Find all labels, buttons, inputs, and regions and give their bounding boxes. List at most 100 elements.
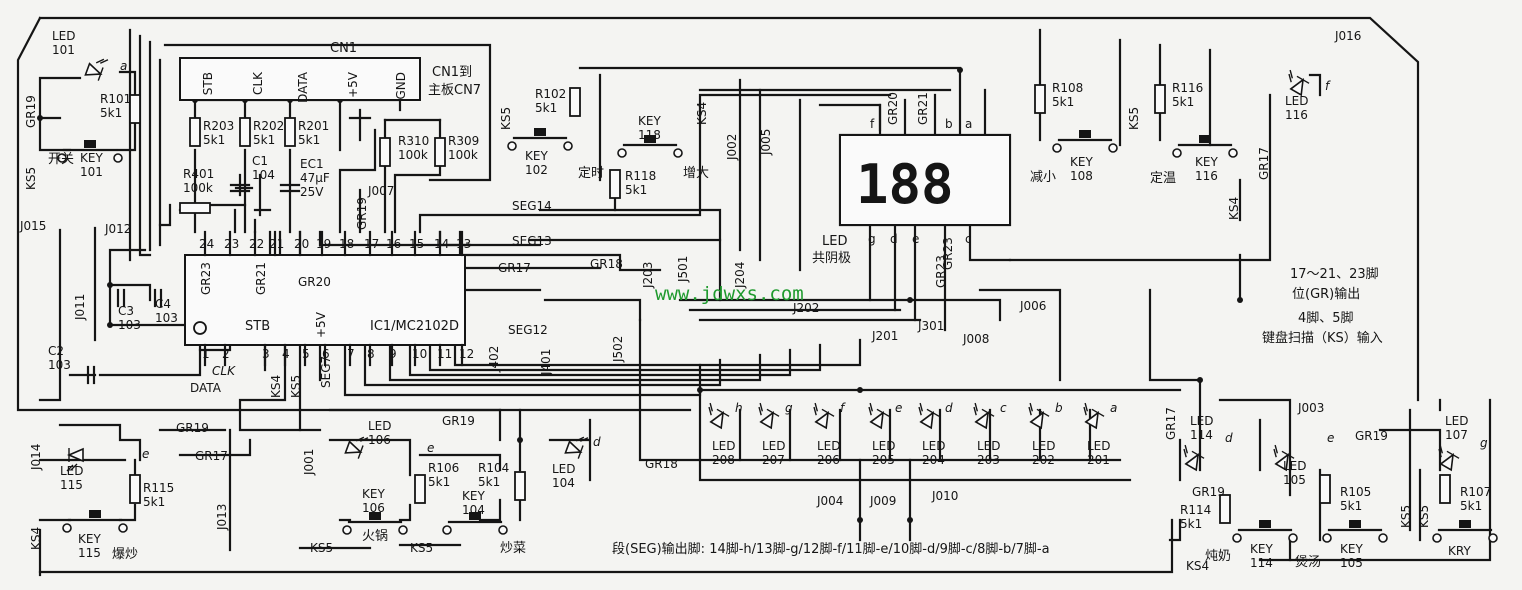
ic-top-pin-number: 22 [249,237,264,251]
net-gr19-5: GR19 [1192,485,1225,499]
jumper-label: J204 [733,262,747,289]
cn1-note-line1: CN1到 [432,65,472,80]
display-pin-b: b [945,117,953,131]
key-label: 101 [80,165,103,179]
key-label: KEY [80,151,103,165]
note-pins-b: 位(GR)输出 [1292,286,1360,302]
resistor-label: 100k [398,148,428,162]
ic-bottom-pin-number: 6 [322,347,330,361]
net-ks4-1: KS4 [269,375,283,398]
display-pin-a: a [965,117,972,131]
resistor-label: R106 [428,461,459,475]
watermark: www.jdwxs.com [655,283,804,305]
resistor-body [1219,494,1231,524]
display-label-1: LED [822,234,847,249]
jumper-label: J007 [367,184,394,198]
key-function-label: 炖奶 [1205,549,1231,564]
led-segment-label: a [120,59,127,73]
net-ks5-1: KS5 [24,167,38,190]
net-data: DATA [190,381,222,395]
capacitor-label: C1 [252,154,268,168]
led-symbol [708,402,730,430]
led-label: 207 [762,453,785,467]
ic-vcc-label: +5V [314,311,328,338]
net-labels: GR19 KS5 GR23 GR21 GR20 GR19 SEG14 SEG13… [24,95,1431,573]
led-symbol [973,402,995,430]
led-segment-label: b [1055,401,1063,415]
ic-top-pin-number: 14 [434,237,449,251]
net-ks5-6: KS5 [1127,107,1141,130]
capacitor-label: C2 [48,344,64,358]
display-pin-e: e [912,232,919,246]
net-gr23-2: GR23 [934,255,948,288]
display-label-2: 共阴极 [812,251,851,266]
ic-bottom-pin-number: 1 [202,347,210,361]
resistor-label: R201 [298,119,329,133]
capacitor-label: 25V [300,185,324,199]
resistor-label: R107 [1460,485,1491,499]
resistor-label: R401 [183,167,214,181]
led-symbol [1028,402,1050,430]
resistor-label: 5k1 [203,133,225,147]
led-label: 202 [1032,453,1055,467]
led-segment-label: g [785,401,793,415]
led-segment-label: f [1325,79,1331,93]
key-function-label: 煲汤 [1295,554,1321,570]
jumper-label: J011 [73,294,87,321]
capacitor [86,365,96,385]
led-label: 204 [922,453,945,467]
ic-top-pin-number: 23 [224,237,239,251]
net-ks5-4: KS5 [410,541,433,555]
display-pin-c: c [965,232,972,246]
jumper-label: J201 [871,329,898,343]
key-label: KEY [1195,155,1218,169]
led-symbol [1288,69,1310,97]
cn1-note-line2: 主板CN7 [428,83,481,98]
led-symbol [868,402,890,430]
led-label: LED [977,439,1001,453]
key-switch [507,128,573,151]
jumper-label: J008 [962,332,989,346]
ic-bottom-pin-number: 9 [389,347,397,361]
net-gr19-2: GR19 [355,197,369,230]
jumper-label: J016 [1334,29,1361,43]
cn1-pin-5v: +5V [346,71,360,98]
seven-seg-display: 188 f GR20 GR21 b a g d e GR23 c LED 共阴极 [812,92,1011,270]
jumper-label: J009 [869,494,896,508]
display-digits: 188 [856,153,954,216]
led-label: 201 [1087,453,1110,467]
led-segment-label: d [593,435,601,449]
net-ks5-2: KS5 [289,375,303,398]
resistor-label: 5k1 [143,495,165,509]
led-symbol [564,436,589,459]
led-segment-label: h [735,401,743,415]
led-label: 208 [712,453,735,467]
led-label: 205 [872,453,895,467]
net-ks4-5: KS4 [1186,559,1209,573]
net-gr17-2: GR17 [195,449,228,463]
resistor-body [414,474,426,504]
jumper-label: J005 [759,129,773,156]
jumper-label: J301 [917,319,944,333]
jumper-label: J014 [29,444,43,471]
led-segment-label: c [1000,401,1007,415]
resistor-body [179,202,211,214]
led-segment-label: d [945,401,953,415]
resistor-body [284,117,296,147]
key-label: KEY [1070,155,1093,169]
resistor-body [1034,84,1046,114]
capacitor-label: 103 [48,358,71,372]
resistor-label: R108 [1052,81,1083,95]
led-symbol [1273,444,1295,472]
key-switch [62,510,128,533]
led-label: 101 [52,43,75,57]
ic-top-pin-number: 15 [409,237,424,251]
jumper-label: J012 [104,222,131,236]
led-label: LED [1190,414,1214,428]
display-pin-f: f [870,117,875,131]
note-pins-d: 键盘扫描（KS）输入 [1262,330,1383,346]
ic-bottom-pin-number: 11 [437,347,452,361]
